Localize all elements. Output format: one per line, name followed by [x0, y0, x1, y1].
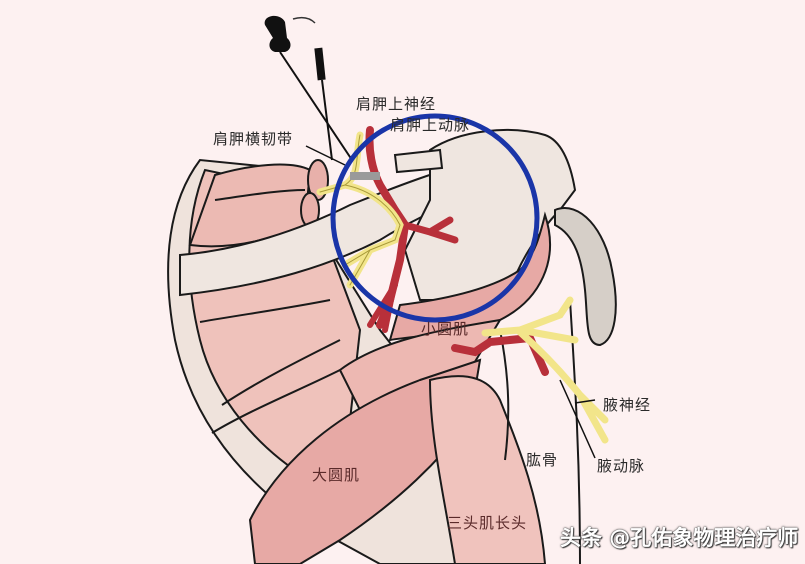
needle-tip: [314, 47, 326, 81]
label-triceps-long-head: 三头肌长头: [447, 514, 528, 532]
axillary-nerve: [481, 296, 609, 444]
label-transverse-scapular-ligament: 肩胛横韧带: [213, 130, 294, 148]
needle-handle: [264, 15, 291, 53]
label-suprascapular-artery: 肩胛上动脉: [390, 116, 471, 134]
label-teres-major: 大圆肌: [312, 466, 361, 484]
rotation-arrow-icon: [292, 16, 316, 24]
highlight-circle: [330, 113, 540, 323]
label-suprascapular-nerve: 肩胛上神经: [356, 95, 437, 113]
bursa: [554, 207, 617, 347]
humerus: [569, 299, 581, 564]
triceps-long-head: [428, 375, 547, 564]
transverse-scapular-ligament: [350, 172, 380, 180]
label-axillary-artery: 腋动脉: [597, 457, 646, 475]
watermark: 头条 @孔佑象物理治疗师: [560, 526, 799, 550]
label-humerus: 肱骨: [526, 451, 559, 469]
label-teres-minor: 小圆肌: [421, 320, 470, 338]
label-axillary-nerve: 腋神经: [603, 396, 652, 414]
